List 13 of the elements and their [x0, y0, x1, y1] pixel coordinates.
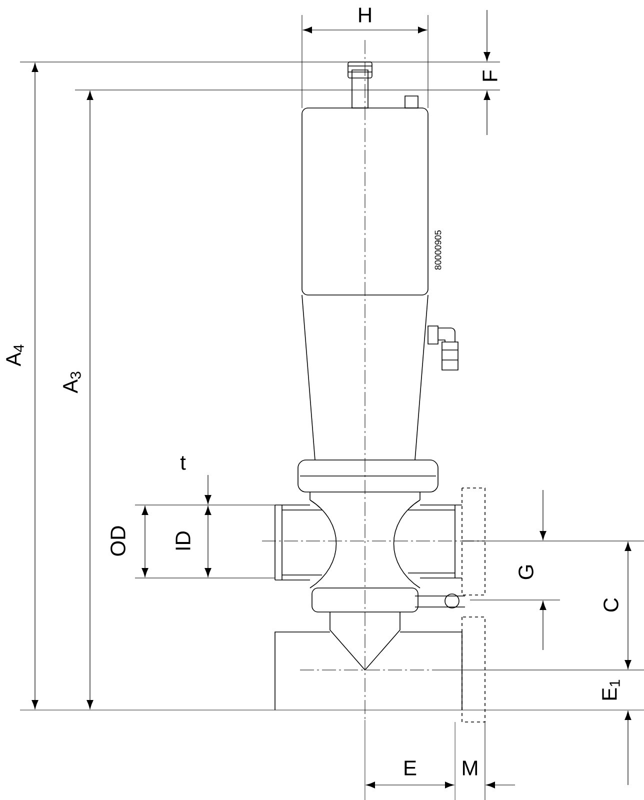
drawing-number: 80000905	[434, 230, 442, 270]
dimension-label: C	[604, 598, 618, 612]
dimension-label: A$_{3}$	[63, 372, 81, 394]
dimension-label: A$_{4}$	[6, 344, 24, 366]
dimension-label: G	[518, 565, 534, 580]
dimension-label: E$_{1}$	[602, 680, 620, 700]
dimension-label: F	[482, 70, 498, 81]
dimension-label: ID	[176, 532, 190, 550]
dimension-label: H	[359, 8, 371, 22]
dimension-label: t	[180, 456, 186, 470]
dimension-label: OD	[110, 526, 126, 556]
dimension-label: M	[462, 760, 478, 776]
dimension-label: E	[404, 760, 416, 776]
